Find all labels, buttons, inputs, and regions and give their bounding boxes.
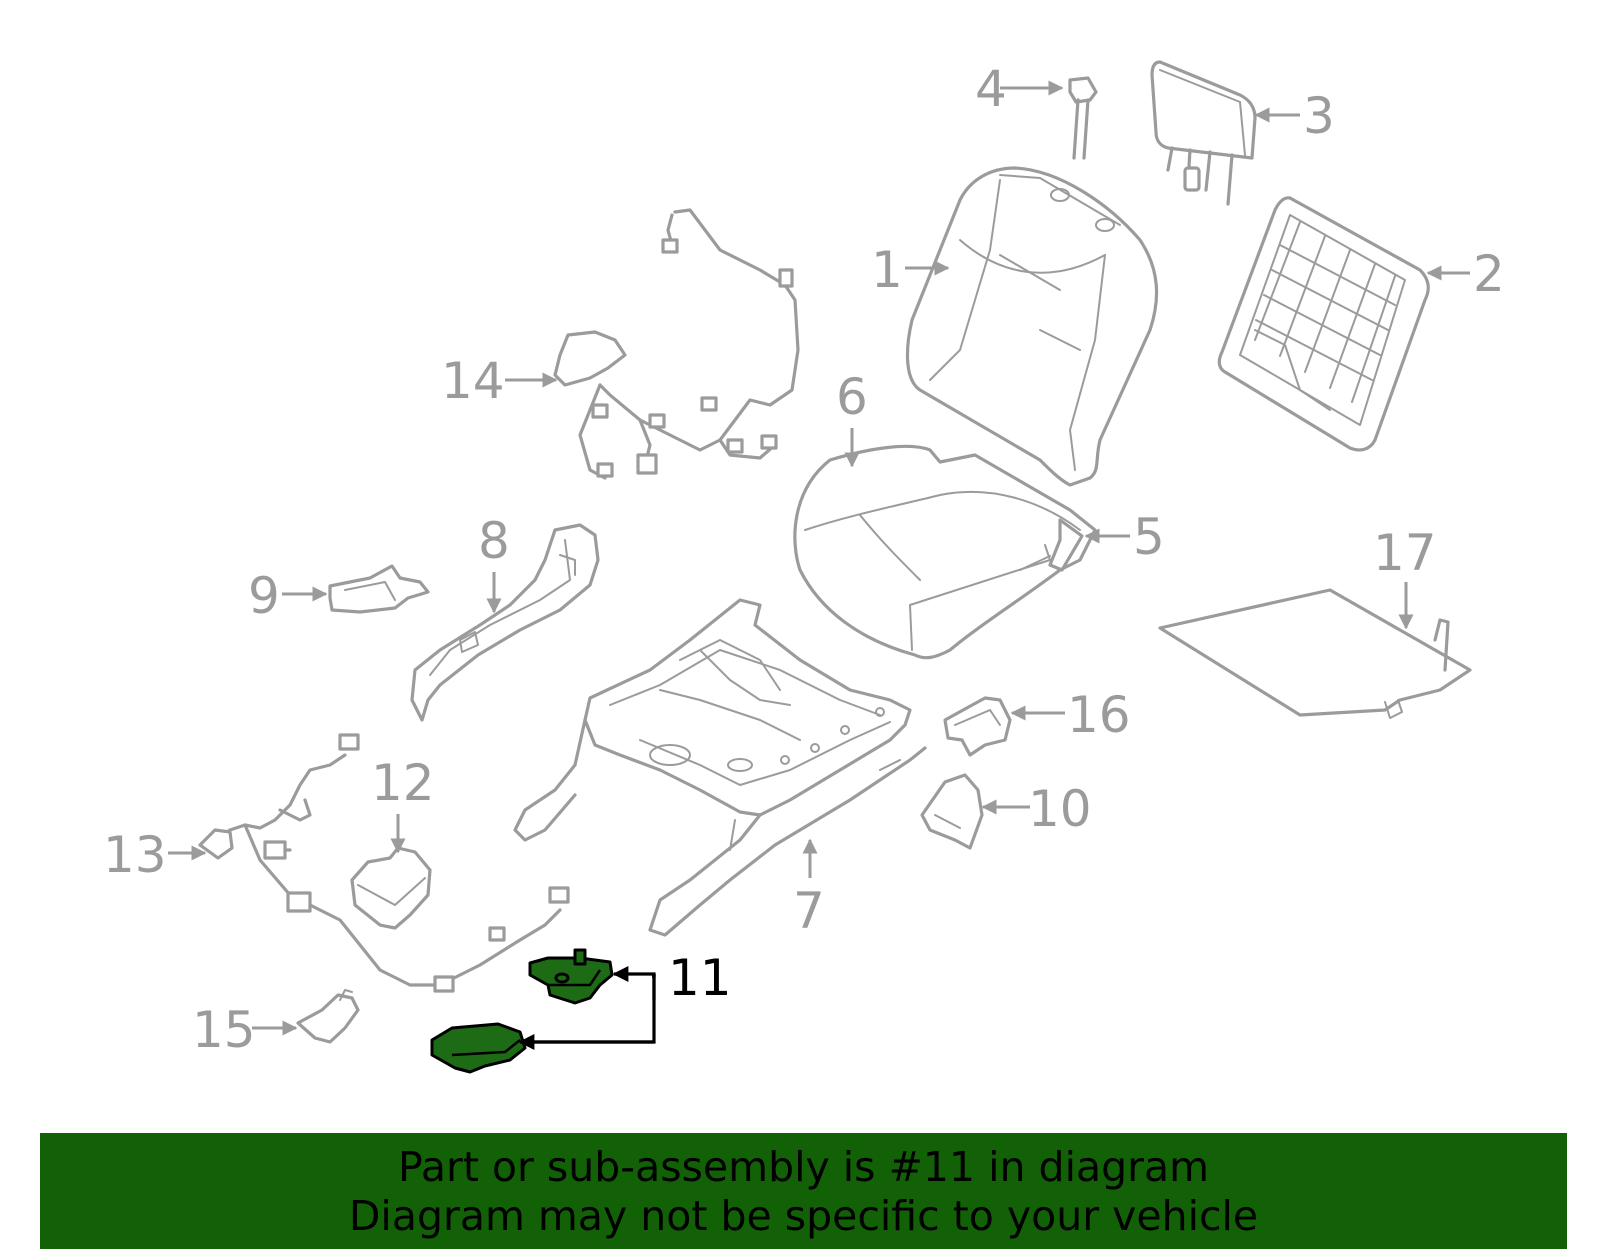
part-13-lower-harness[interactable]	[198, 733, 570, 993]
label-10: 10	[1028, 780, 1092, 838]
banner-line-2: Diagram may not be specific to your vehi…	[348, 1192, 1259, 1240]
part-2-back-panel[interactable]	[1217, 196, 1430, 452]
label-13: 13	[103, 826, 167, 884]
part-5-cushion-pan[interactable]	[1019, 518, 1084, 572]
label-6: 6	[836, 368, 868, 426]
label-2: 2	[1473, 245, 1505, 303]
part-3-headrest[interactable]	[1150, 60, 1257, 206]
seat-parts-diagram: 1 2 3 4 5 6 7 8 9 10 11 12 13 14 15 16 1…	[103, 60, 1505, 1074]
part-17-panel[interactable]	[1158, 588, 1472, 719]
leader-lines-part-11	[518, 966, 656, 1050]
label-11: 11	[668, 949, 732, 1007]
label-14: 14	[441, 352, 505, 410]
label-4: 4	[975, 60, 1007, 118]
part-9-trim-cover[interactable]	[328, 564, 430, 614]
part-10-cover[interactable]	[920, 773, 984, 850]
info-banner: Part or sub-assembly is #11 in diagram D…	[40, 1133, 1567, 1249]
label-1: 1	[871, 241, 903, 299]
label-12: 12	[371, 754, 435, 812]
part-4-headrest-guide[interactable]	[1068, 76, 1098, 160]
part-12-module[interactable]	[350, 846, 432, 930]
part-14-upper-harness[interactable]	[553, 208, 800, 480]
label-7: 7	[793, 882, 825, 940]
part-16-bracket[interactable]	[943, 696, 1012, 757]
banner-line-1: Part or sub-assembly is #11 in diagram	[397, 1143, 1210, 1191]
callout-labels: 1 2 3 4 5 6 7 8 9 10 11 12 13 14 15 16 1…	[103, 60, 1505, 1059]
part-6-seat-cushion[interactable]	[793, 444, 1097, 660]
label-9: 9	[248, 567, 280, 625]
part-11-seat-switch-upper[interactable]	[528, 948, 614, 1005]
part-11-seat-switch-lower[interactable]	[430, 1022, 527, 1074]
label-5: 5	[1133, 508, 1165, 566]
part-15-clip[interactable]	[296, 989, 360, 1044]
part-1-seatback-cushion[interactable]	[905, 166, 1159, 487]
leader-lines	[168, 80, 1470, 1036]
label-3: 3	[1303, 87, 1335, 145]
label-15: 15	[192, 1001, 256, 1059]
label-17: 17	[1373, 524, 1437, 582]
label-8: 8	[478, 512, 510, 570]
part-8-side-shield[interactable]	[410, 523, 600, 722]
label-16: 16	[1067, 686, 1131, 744]
part-7-seat-track[interactable]	[513, 598, 927, 937]
